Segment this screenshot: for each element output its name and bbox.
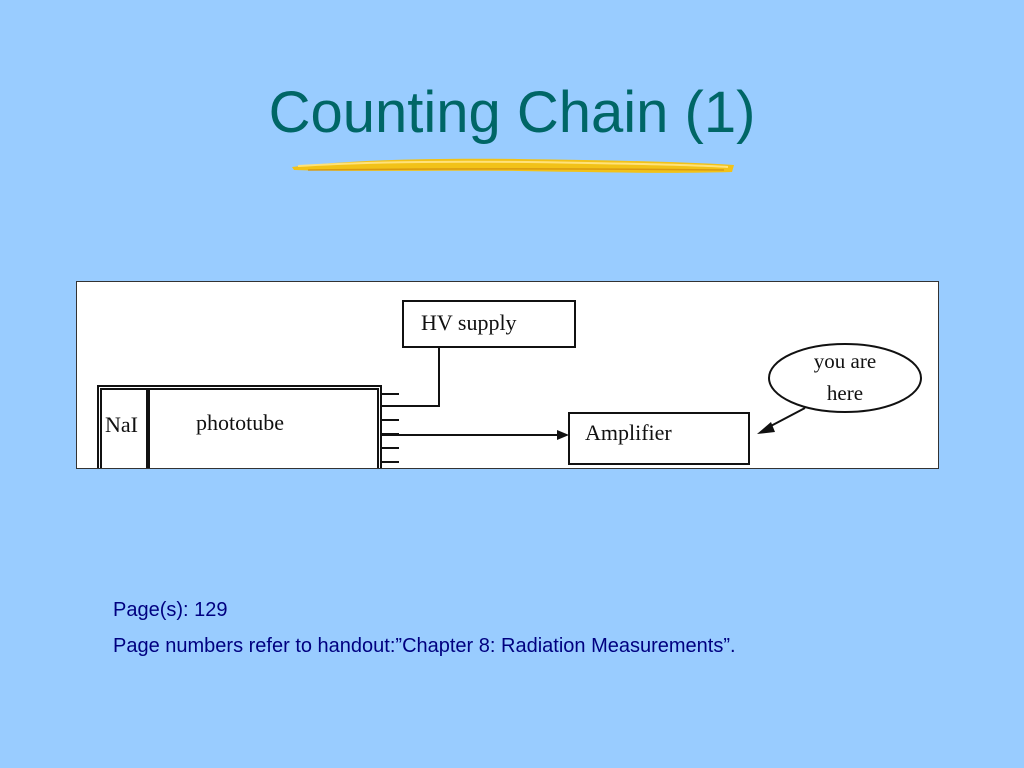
signal-arrowhead [557, 430, 569, 440]
nai-crystal-box [100, 388, 148, 468]
title-underline-stroke [292, 158, 734, 173]
title-underline-highlight [297, 160, 729, 168]
callout-line-2: here [827, 381, 863, 405]
amplifier-box [568, 412, 750, 465]
slide-title: Counting Chain (1) [268, 80, 756, 145]
callout-line-1: you are [814, 349, 876, 373]
callout-arrowhead [757, 422, 775, 434]
diagram-drawing: HV supply NaI phototube Amplifier you ar… [97, 300, 922, 468]
title-underline-shadow [307, 168, 725, 171]
title-underline [292, 158, 734, 173]
callout-bubble [768, 343, 922, 413]
slide-notes: Page(s): 129 Page numbers refer to hando… [113, 597, 993, 669]
hv-supply-label: HV supply [421, 310, 517, 335]
nai-label: NaI [105, 412, 138, 437]
hv-supply-box [402, 300, 576, 348]
callout-pointer-line [766, 407, 806, 429]
phototube-label: phototube [196, 410, 284, 435]
hv-connection-line [379, 347, 440, 407]
phototube-box [148, 388, 379, 468]
amplifier-label: Amplifier [585, 420, 672, 445]
handout-reference-note: Page numbers refer to handout:”Chapter 8… [113, 635, 736, 657]
pages-note: Page(s): 129 [113, 599, 228, 621]
counting-chain-diagram: HV supply NaI phototube Amplifier you ar… [76, 281, 939, 469]
